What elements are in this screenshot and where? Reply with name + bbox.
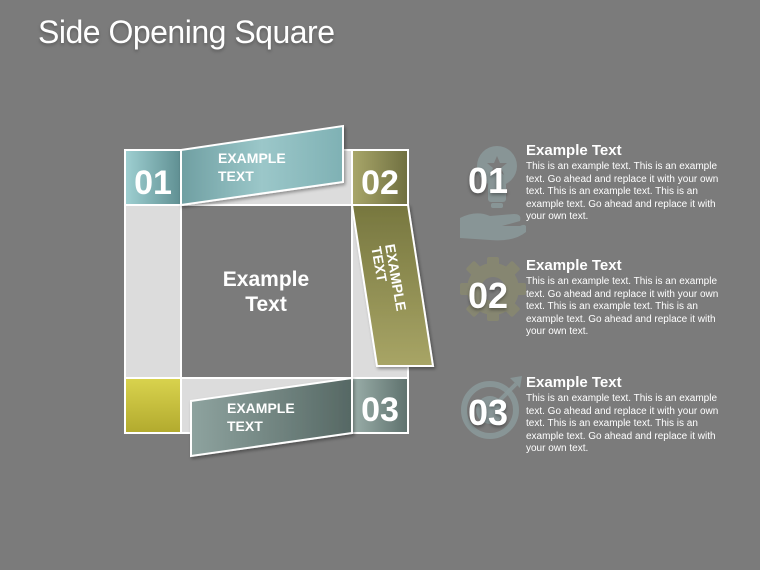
frame-left-side [124, 204, 182, 379]
list-item-01: 01 Example Text This is an example text.… [460, 142, 750, 270]
band-top: EXAMPLE TEXT [180, 124, 344, 207]
band-top-line1: EXAMPLE [218, 150, 286, 166]
target-icon [461, 376, 522, 439]
band-bottom-line2: TEXT [227, 418, 263, 434]
corner-01-number: 01 [134, 164, 172, 202]
band-right-line2: TEXT [368, 245, 390, 283]
item-02-body: This is an example text. This is an exam… [526, 276, 719, 338]
slide-title: Side Opening Square [38, 14, 335, 50]
item-02-number: 02 [468, 275, 509, 316]
item-02-heading: Example Text [526, 257, 622, 274]
item-01-body: This is an example text. This is an exam… [526, 161, 719, 223]
item-01-heading: Example Text [526, 142, 622, 159]
item-03-number: 03 [468, 392, 509, 433]
item-01-number: 01 [468, 160, 509, 201]
corner-bottom-left-box [124, 377, 182, 434]
bulb-hand-icon [460, 146, 526, 241]
corner-02-number: 02 [361, 164, 399, 202]
corner-03-number: 03 [361, 391, 399, 429]
band-right: EXAMPLE TEXT [350, 204, 435, 367]
band-bottom-line1: EXAMPLE [227, 400, 295, 416]
band-top-line2: TEXT [218, 168, 254, 184]
list-item-02: 02 Example Text This is an example text.… [460, 257, 750, 385]
band-bottom: EXAMPLE TEXT [190, 376, 353, 458]
gear-icon [460, 257, 526, 321]
center-text-line2: Text [245, 293, 287, 316]
center-text-line1: Example [223, 268, 309, 291]
list-item-03: 03 Example Text This is an example text.… [460, 374, 750, 502]
corner-03-box [351, 377, 409, 434]
corner-01-box [124, 149, 182, 206]
item-03-heading: Example Text [526, 374, 622, 391]
corner-02-box [351, 149, 409, 206]
item-03-body: This is an example text. This is an exam… [526, 393, 719, 455]
